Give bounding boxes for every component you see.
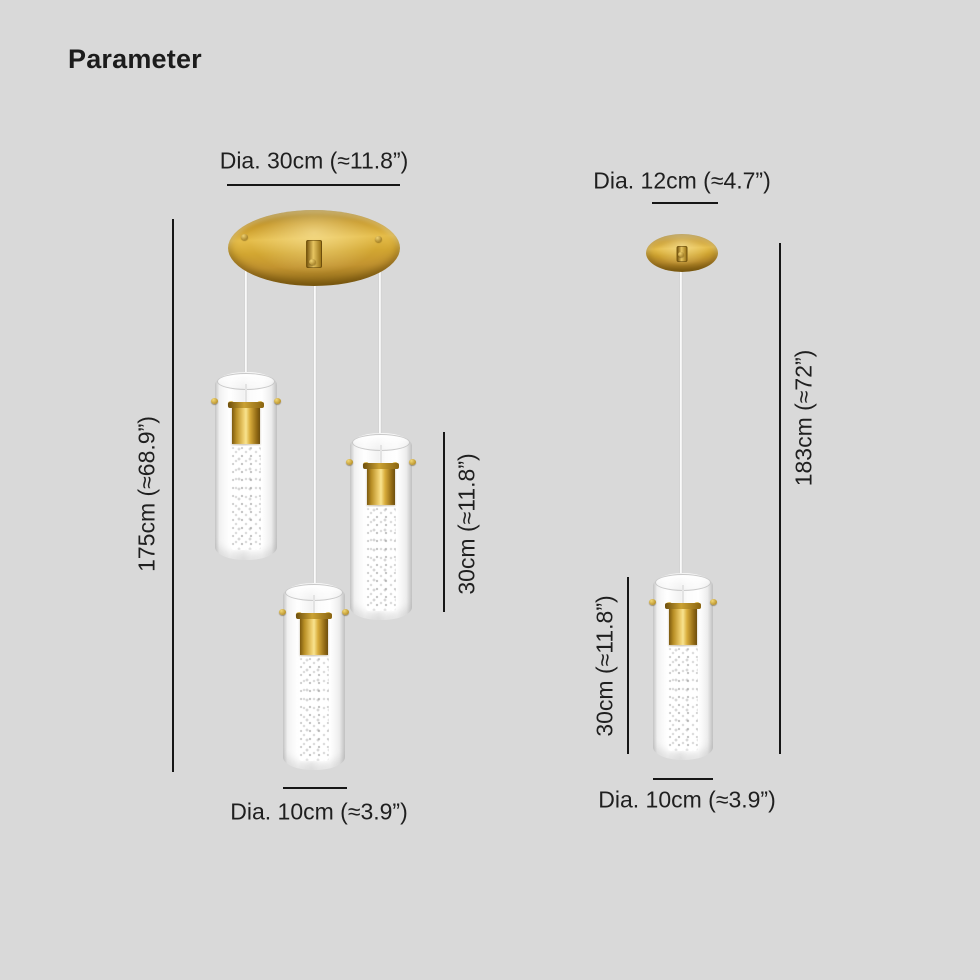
inner-cord — [245, 384, 247, 408]
left-canopy-diameter-label: Dia. 30cm (≈11.8”) — [219, 147, 409, 174]
screw — [274, 398, 281, 404]
right-shade-height-label: 30cm (≈11.8”) — [591, 595, 618, 737]
cord-anchor — [678, 252, 684, 257]
screw — [342, 609, 349, 615]
right-ceiling-canopy — [646, 234, 718, 272]
page-title: Parameter — [68, 44, 202, 74]
pendant-shade — [346, 433, 416, 620]
right-total-height-line — [779, 243, 781, 754]
inner-cord — [380, 445, 382, 469]
right-shade-diameter-label: Dia. 10cm (≈3.9”) — [598, 786, 776, 813]
cord-anchor — [241, 234, 248, 240]
pendant-shade — [211, 372, 281, 560]
crystal-bubble-column — [299, 657, 329, 761]
left-total-height-line — [172, 219, 174, 772]
screw — [346, 459, 353, 465]
crystal-bubble-column — [231, 446, 261, 550]
pendant-shade — [649, 573, 717, 760]
gold-socket — [363, 463, 399, 505]
left-shade-diameter-line — [283, 787, 347, 789]
gold-socket — [228, 402, 264, 444]
right-total-height-label: 183cm (≈72”) — [790, 349, 817, 487]
pendant-shade — [279, 583, 349, 770]
inner-cord — [682, 585, 684, 609]
screw — [211, 398, 218, 404]
right-canopy-diameter-label: Dia. 12cm (≈4.7”) — [593, 167, 771, 194]
left-ceiling-canopy — [228, 210, 400, 286]
left-shade-diameter-label: Dia. 10cm (≈3.9”) — [230, 798, 408, 825]
suspension-cord — [379, 242, 381, 435]
suspension-cord — [245, 240, 247, 374]
left-shade-height-line — [443, 432, 445, 612]
left-total-height-label: 175cm (≈68.9”) — [133, 416, 160, 572]
suspension-cord — [314, 262, 316, 585]
screw — [279, 609, 286, 615]
left-canopy-diameter-line — [227, 184, 400, 186]
screw — [649, 599, 656, 605]
suspension-cord — [680, 256, 682, 575]
gold-socket — [665, 603, 701, 645]
screw — [409, 459, 416, 465]
gold-socket — [296, 613, 332, 655]
cord-anchor — [375, 236, 382, 242]
right-canopy-diameter-line — [652, 202, 718, 204]
inner-cord — [313, 595, 315, 619]
cord-anchor — [309, 259, 316, 265]
crystal-bubble-column — [668, 647, 698, 751]
crystal-bubble-column — [366, 507, 396, 611]
left-shade-height-label: 30cm (≈11.8”) — [453, 453, 480, 595]
right-shade-diameter-line — [653, 778, 713, 780]
right-shade-height-line — [627, 577, 629, 754]
screw — [710, 599, 717, 605]
